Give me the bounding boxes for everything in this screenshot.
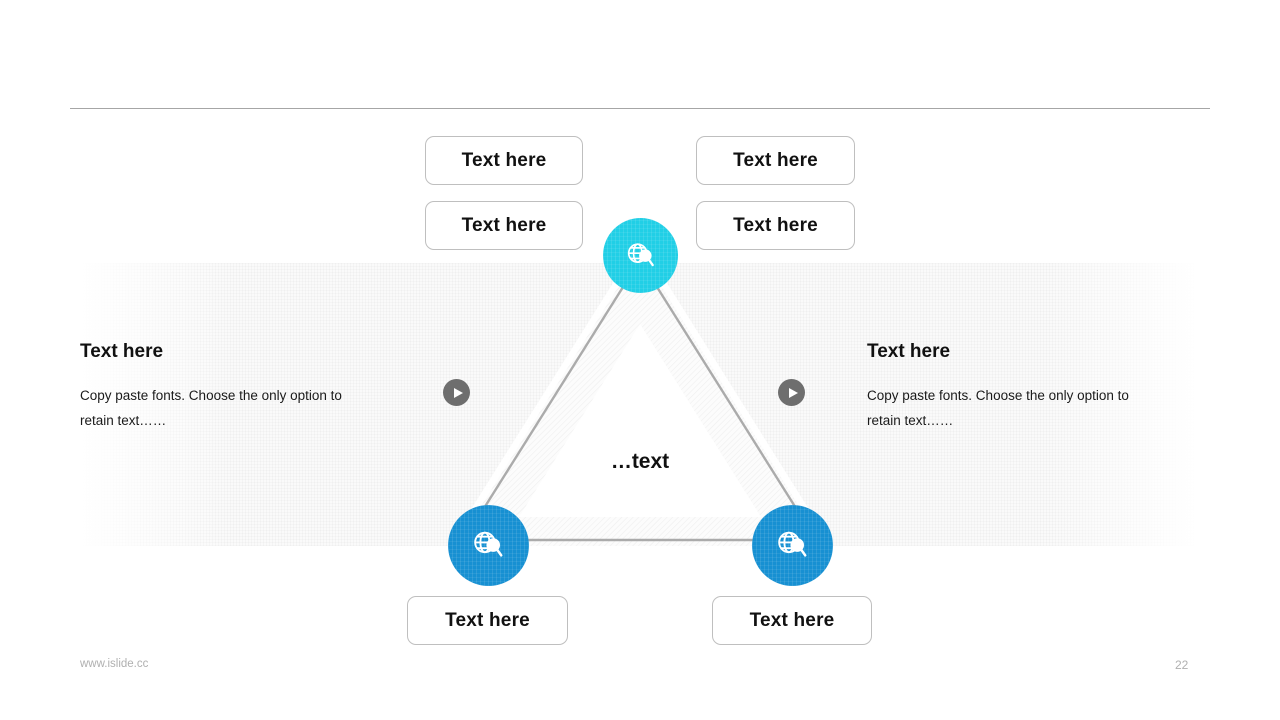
play-triangle-icon [788, 387, 798, 398]
text-block-right-heading: Text here [867, 341, 951, 362]
text-block-left-body: Copy paste fonts. Choose the only option… [80, 388, 342, 428]
pill-top-right-1[interactable]: Text here [696, 136, 855, 185]
node-bottom-right[interactable] [752, 505, 833, 586]
globe-search-icon [470, 527, 507, 564]
background-band-fade-left [80, 263, 230, 546]
node-bottom-left[interactable] [448, 505, 529, 586]
page-number: 22 [1175, 658, 1189, 672]
play-triangle-icon [453, 387, 463, 398]
pill-bottom-right[interactable]: Text here [712, 596, 872, 645]
text-block-left: Text here Copy paste fonts. Choose the o… [80, 342, 380, 433]
play-icon-right[interactable] [778, 379, 805, 406]
pill-bottom-left[interactable]: Text here [407, 596, 568, 645]
globe-search-icon [624, 239, 658, 273]
text-block-left-heading: Text here [80, 341, 164, 362]
pill-top-right-2[interactable]: Text here [696, 201, 855, 250]
text-block-right-body: Copy paste fonts. Choose the only option… [867, 388, 1129, 428]
triangle-outline [461, 257, 819, 542]
play-icon-left[interactable] [443, 379, 470, 406]
header-divider [70, 108, 1210, 109]
node-top[interactable] [603, 218, 678, 293]
background-band-fade-right [1048, 263, 1198, 546]
centre-label: …text [610, 450, 670, 473]
footer-url[interactable]: www.islide.cc [80, 658, 149, 670]
pill-top-left-1[interactable]: Text here [425, 136, 583, 185]
globe-search-icon [774, 527, 811, 564]
text-block-right: Text here Copy paste fonts. Choose the o… [867, 342, 1167, 433]
triangle-diagram [448, 238, 832, 560]
pill-top-left-2[interactable]: Text here [425, 201, 583, 250]
